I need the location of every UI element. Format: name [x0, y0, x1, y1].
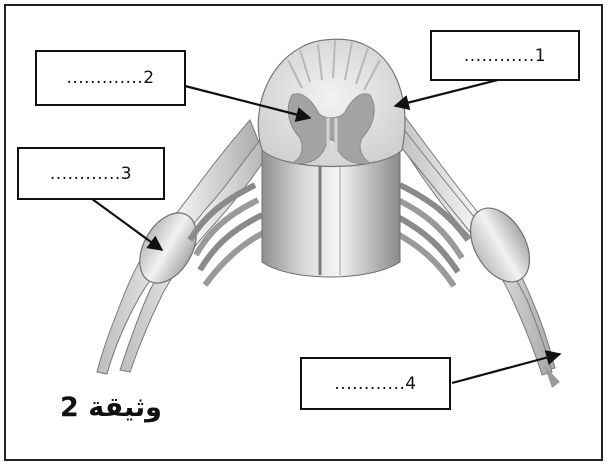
- label-box-2[interactable]: .............2: [35, 50, 186, 106]
- document-caption: وثيقة 2: [60, 392, 162, 423]
- label-box-4[interactable]: ............4: [300, 357, 451, 410]
- label-3-text: ............3: [50, 164, 132, 184]
- pointer-line-3: [88, 196, 162, 250]
- spinal-cord: [258, 39, 405, 278]
- label-2-text: .............2: [66, 68, 154, 88]
- cord-cross-section: [258, 39, 405, 166]
- right-spinal-nerve: [390, 110, 560, 388]
- label-box-3[interactable]: ............3: [17, 147, 165, 200]
- label-box-1[interactable]: ............1: [430, 30, 580, 81]
- label-4-text: ............4: [334, 374, 416, 394]
- label-1-text: ............1: [464, 46, 546, 66]
